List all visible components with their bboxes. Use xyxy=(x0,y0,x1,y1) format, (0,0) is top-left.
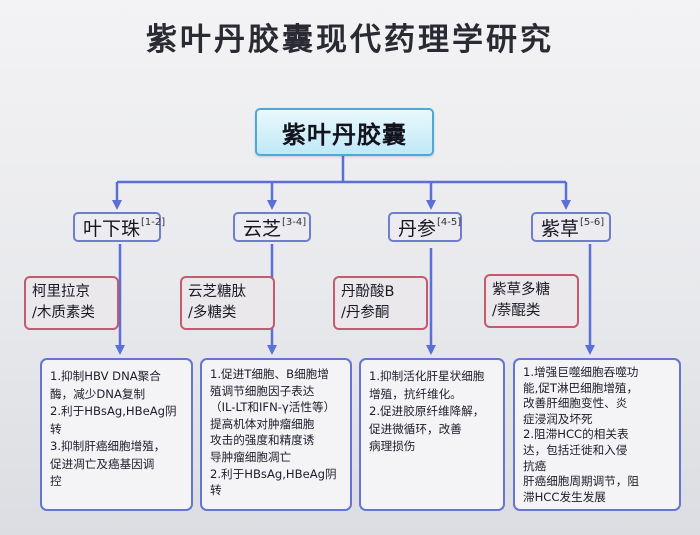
herb-ref: [3-4] xyxy=(282,217,307,228)
effect-line: 1.抑制HBV DNA聚合 xyxy=(50,369,161,383)
herb-node-2: 云芝[3-4] xyxy=(233,212,311,242)
effect-line: 2.利于HBsAg,HBeAg阴 xyxy=(50,404,177,418)
effect-line: 1.促进T细胞、B细胞增 xyxy=(210,367,329,381)
effect-box-4: 1.增强巨噬细胞吞噬功 能,促T淋巴细胞增殖， 改善肝细胞变性、炎 症浸润及坏死… xyxy=(513,358,681,511)
component-line: 云芝糖肽 xyxy=(188,284,246,300)
effect-line: 症浸润及坏死 xyxy=(523,411,593,426)
component-line: 丹酚酸B xyxy=(341,284,395,300)
effect-line: 2.促进胶原纤维降解， xyxy=(369,404,485,418)
effect-line: 2.利于HBsAg,HBeAg阴 xyxy=(210,466,337,481)
effect-line: 3.抑制肝癌细胞增殖， xyxy=(50,439,166,453)
effect-line: 抗癌 xyxy=(523,458,547,473)
component-box-4: 紫草多糖 /萘醌类 xyxy=(484,274,579,328)
effect-line: 转 xyxy=(50,421,62,436)
herb-ref: [4-5] xyxy=(437,217,462,228)
root-node: 紫叶丹胶囊 xyxy=(255,108,434,156)
effect-line: 2.阻滞HCC的相关表 xyxy=(523,427,629,442)
effect-line: 攻击的强度和精度诱 xyxy=(210,433,315,448)
effect-line: 滞HCC发生发展 xyxy=(523,489,606,504)
herb-name: 丹参 xyxy=(398,217,437,240)
herb-name: 紫草 xyxy=(541,217,580,240)
herb-name: 云芝 xyxy=(243,217,282,240)
effect-line: （IL-LT和IFN-γ活性等） xyxy=(210,400,336,415)
component-line: /多糖类 xyxy=(188,305,237,321)
herb-node-3: 丹参[4-5] xyxy=(388,212,462,242)
effect-line: 殖调节细胞因子表达 xyxy=(210,383,315,398)
component-line: /萘醌类 xyxy=(492,303,541,319)
slide-title: 紫叶丹胶囊现代药理学研究 xyxy=(146,22,554,58)
effect-line: 病理损伤 xyxy=(369,439,416,453)
effect-box-2: 1.促进T细胞、B细胞增 殖调节细胞因子表达 （IL-LT和IFN-γ活性等） … xyxy=(200,358,352,511)
effect-line: 肝癌细胞周期调节，阻 xyxy=(523,474,639,489)
effect-line: 1.增强巨噬细胞吞噬功 xyxy=(523,365,639,379)
effect-line: 能,促T淋巴细胞增殖， xyxy=(523,380,639,395)
component-line: 柯里拉京 xyxy=(32,284,90,300)
effect-line: 增殖，抗纤维化。 xyxy=(369,386,462,401)
herb-ref: [1-2] xyxy=(141,217,166,228)
component-box-2: 云芝糖肽 /多糖类 xyxy=(180,276,275,330)
effect-box-1: 1.抑制HBV DNA聚合 酶，减少DNA复制 2.利于HBsAg,HBeAg阴… xyxy=(40,358,193,511)
herb-ref: [5-6] xyxy=(580,217,605,228)
component-line: /丹参酮 xyxy=(341,305,390,321)
component-box-1: 柯里拉京 /木质素类 xyxy=(24,276,119,330)
herb-node-1: 叶下珠[1-2] xyxy=(73,212,165,242)
effect-line: 达，包括迁徙和入侵 xyxy=(523,442,628,457)
herb-name: 叶下珠 xyxy=(83,217,141,240)
effect-line: 控 xyxy=(50,474,62,488)
component-box-3: 丹酚酸B /丹参酮 xyxy=(333,276,428,330)
effect-line: 酶，减少DNA复制 xyxy=(50,386,146,401)
effect-line: 提高机体对肿瘤细胞 xyxy=(210,416,315,431)
effect-box-3: 1.抑制活化肝星状细胞 增殖，抗纤维化。 2.促进胶原纤维降解， 促进微循环，改… xyxy=(359,358,505,511)
component-line: /木质素类 xyxy=(32,305,95,321)
effect-line: 促进微循环，改善 xyxy=(369,421,462,436)
effect-line: 1.抑制活化肝星状细胞 xyxy=(369,369,485,383)
effect-line: 促进凋亡及癌基因调 xyxy=(50,456,155,471)
herb-node-4: 紫草[5-6] xyxy=(531,212,611,242)
effect-line: 导肿瘤细胞凋亡 xyxy=(210,449,292,464)
effect-line: 转 xyxy=(210,483,222,498)
effect-line: 改善肝细胞变性、炎 xyxy=(523,396,628,411)
component-line: 紫草多糖 xyxy=(492,282,550,298)
